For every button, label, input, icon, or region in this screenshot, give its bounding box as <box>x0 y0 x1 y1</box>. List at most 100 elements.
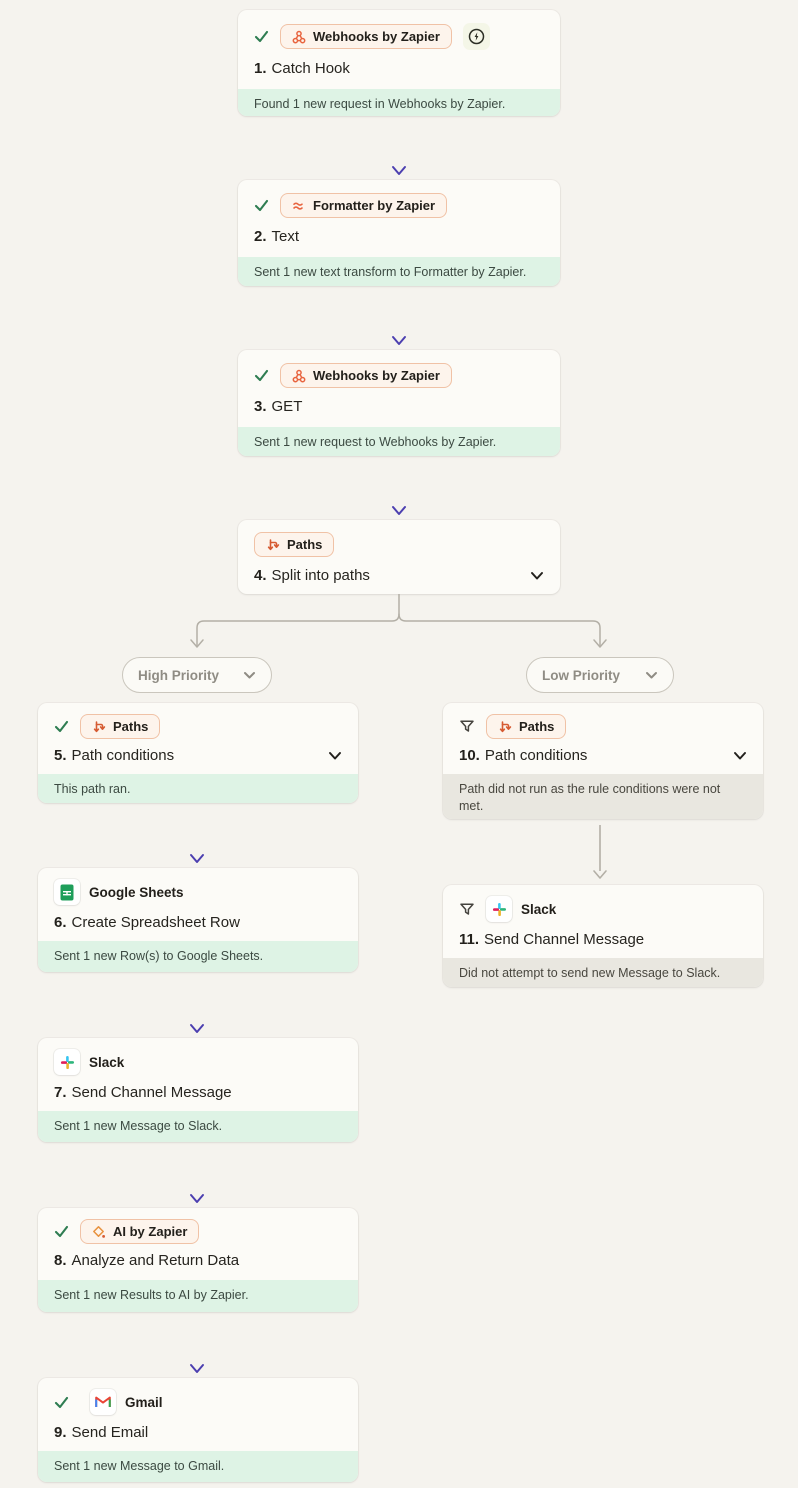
app-pill-label: Paths <box>113 719 149 734</box>
app-badge-gmail: Gmail <box>90 1389 163 1415</box>
app-badge-label: Slack <box>521 901 557 917</box>
step-title: GET <box>271 398 303 415</box>
status-bar: Sent 1 new Results to AI by Zapier. <box>38 1280 358 1312</box>
step-card-9-send-email[interactable]: Gmail 9. Send Email Sent 1 new Message t… <box>38 1378 358 1482</box>
slack-icon <box>486 896 512 922</box>
app-pill-paths: Paths <box>80 714 161 739</box>
step-title: Send Channel Message <box>484 931 645 948</box>
step-number: 8. <box>54 1252 67 1269</box>
webhook-icon <box>292 30 306 44</box>
step-card-7-send-channel-message[interactable]: Slack 7. Send Channel Message Sent 1 new… <box>38 1038 358 1142</box>
step-title: Path conditions <box>71 747 175 764</box>
app-pill-label: Paths <box>287 537 323 552</box>
connector-arrow-muted <box>591 823 609 880</box>
step-card-8-analyze-and-return-data[interactable]: AI by Zapier 8. Analyze and Return Data … <box>38 1208 358 1312</box>
app-pill-label: Webhooks by Zapier <box>313 29 440 44</box>
app-pill-formatter: Formatter by Zapier <box>280 193 448 218</box>
step-number: 10. <box>459 747 480 764</box>
chevron-down-icon <box>243 669 256 681</box>
app-pill-label: Webhooks by Zapier <box>313 368 440 383</box>
status-bar: Sent 1 new Row(s) to Google Sheets. <box>38 941 358 972</box>
app-pill-paths: Paths <box>486 714 567 739</box>
branch-label-low-priority[interactable]: Low Priority <box>526 657 674 693</box>
step-title: Catch Hook <box>271 60 350 77</box>
step-title: Analyze and Return Data <box>71 1252 240 1269</box>
status-bar: Sent 1 new text transform to Formatter b… <box>238 257 560 286</box>
connector-arrow <box>390 460 408 516</box>
step-number: 6. <box>54 914 67 931</box>
chevron-down-icon[interactable] <box>530 569 544 582</box>
step-card-2-text[interactable]: Formatter by Zapier 2. Text Sent 1 new t… <box>238 180 560 286</box>
status-bar: Sent 1 new Message to Slack. <box>38 1111 358 1142</box>
step-card-11-send-channel-message[interactable]: Slack 11. Send Channel Message Did not a… <box>443 885 763 987</box>
step-title: Send Email <box>71 1424 149 1441</box>
step-title: Path conditions <box>484 747 588 764</box>
gmail-icon <box>90 1389 116 1415</box>
step-number: 1. <box>254 60 267 77</box>
paths-icon <box>266 538 280 552</box>
paths-icon <box>92 720 106 734</box>
slack-icon <box>54 1049 80 1075</box>
google-sheets-icon <box>54 879 80 905</box>
instant-trigger-icon <box>462 23 490 50</box>
filter-icon <box>459 719 475 734</box>
webhook-icon <box>292 369 306 383</box>
app-pill-webhooks: Webhooks by Zapier <box>280 24 452 49</box>
step-number: 9. <box>54 1424 67 1441</box>
check-icon <box>254 198 269 213</box>
app-pill-webhooks: Webhooks by Zapier <box>280 363 452 388</box>
status-bar: This path ran. <box>38 774 358 803</box>
ai-icon <box>92 1225 106 1239</box>
connector-arrow <box>188 1316 206 1374</box>
status-bar: Found 1 new request in Webhooks by Zapie… <box>238 89 560 116</box>
connector-arrow <box>188 808 206 864</box>
step-number: 2. <box>254 228 267 245</box>
step-card-1-catch-hook[interactable]: Webhooks by Zapier 1. Catch Hook Found 1… <box>238 10 560 116</box>
connector-arrow <box>390 120 408 176</box>
step-card-3-get[interactable]: Webhooks by Zapier 3. GET Sent 1 new req… <box>238 350 560 456</box>
check-icon <box>54 1395 69 1410</box>
connector-arrow <box>188 1146 206 1204</box>
check-icon <box>54 719 69 734</box>
status-bar: Did not attempt to send new Message to S… <box>443 958 763 987</box>
step-card-6-create-spreadsheet-row[interactable]: Google Sheets 6. Create Spreadsheet Row … <box>38 868 358 972</box>
chevron-down-icon[interactable] <box>733 749 747 762</box>
app-pill-ai: AI by Zapier <box>80 1219 200 1244</box>
paths-icon <box>498 720 512 734</box>
connector-arrow <box>188 976 206 1034</box>
branch-label-high-priority[interactable]: High Priority <box>122 657 272 693</box>
branch-split-connector <box>180 594 620 658</box>
app-badge-label: Slack <box>89 1054 125 1070</box>
formatter-icon <box>292 199 306 213</box>
check-icon <box>254 368 269 383</box>
connector-arrow <box>390 290 408 346</box>
step-card-5-path-conditions[interactable]: Paths 5. Path conditions This path ran. <box>38 703 358 803</box>
status-bar: Sent 1 new Message to Gmail. <box>38 1451 358 1482</box>
step-number: 4. <box>254 567 267 584</box>
step-title: Create Spreadsheet Row <box>71 914 240 931</box>
check-icon <box>254 29 269 44</box>
chevron-down-icon <box>645 669 658 681</box>
step-number: 7. <box>54 1084 67 1101</box>
step-title: Send Channel Message <box>71 1084 232 1101</box>
app-pill-paths: Paths <box>254 532 335 557</box>
app-pill-label: Paths <box>519 719 555 734</box>
app-badge-label: Gmail <box>125 1394 163 1410</box>
check-icon <box>54 1224 69 1239</box>
step-number: 5. <box>54 747 67 764</box>
app-pill-label: Formatter by Zapier <box>313 198 436 213</box>
filter-icon <box>459 902 475 917</box>
app-badge-slack: Slack <box>486 896 556 922</box>
step-title: Text <box>271 228 300 245</box>
chevron-down-icon[interactable] <box>328 749 342 762</box>
step-number: 11. <box>459 931 480 948</box>
app-pill-label: AI by Zapier <box>113 1224 188 1239</box>
status-bar: Sent 1 new request to Webhooks by Zapier… <box>238 427 560 456</box>
step-card-4-split-into-paths[interactable]: Paths 4. Split into paths <box>238 520 560 594</box>
step-number: 3. <box>254 398 267 415</box>
app-badge-google-sheets: Google Sheets <box>54 879 184 905</box>
branch-label-text: High Priority <box>138 667 220 683</box>
step-title: Split into paths <box>271 567 370 584</box>
branch-label-text: Low Priority <box>542 667 621 683</box>
step-card-10-path-conditions[interactable]: Paths 10. Path conditions Path did not r… <box>443 703 763 819</box>
